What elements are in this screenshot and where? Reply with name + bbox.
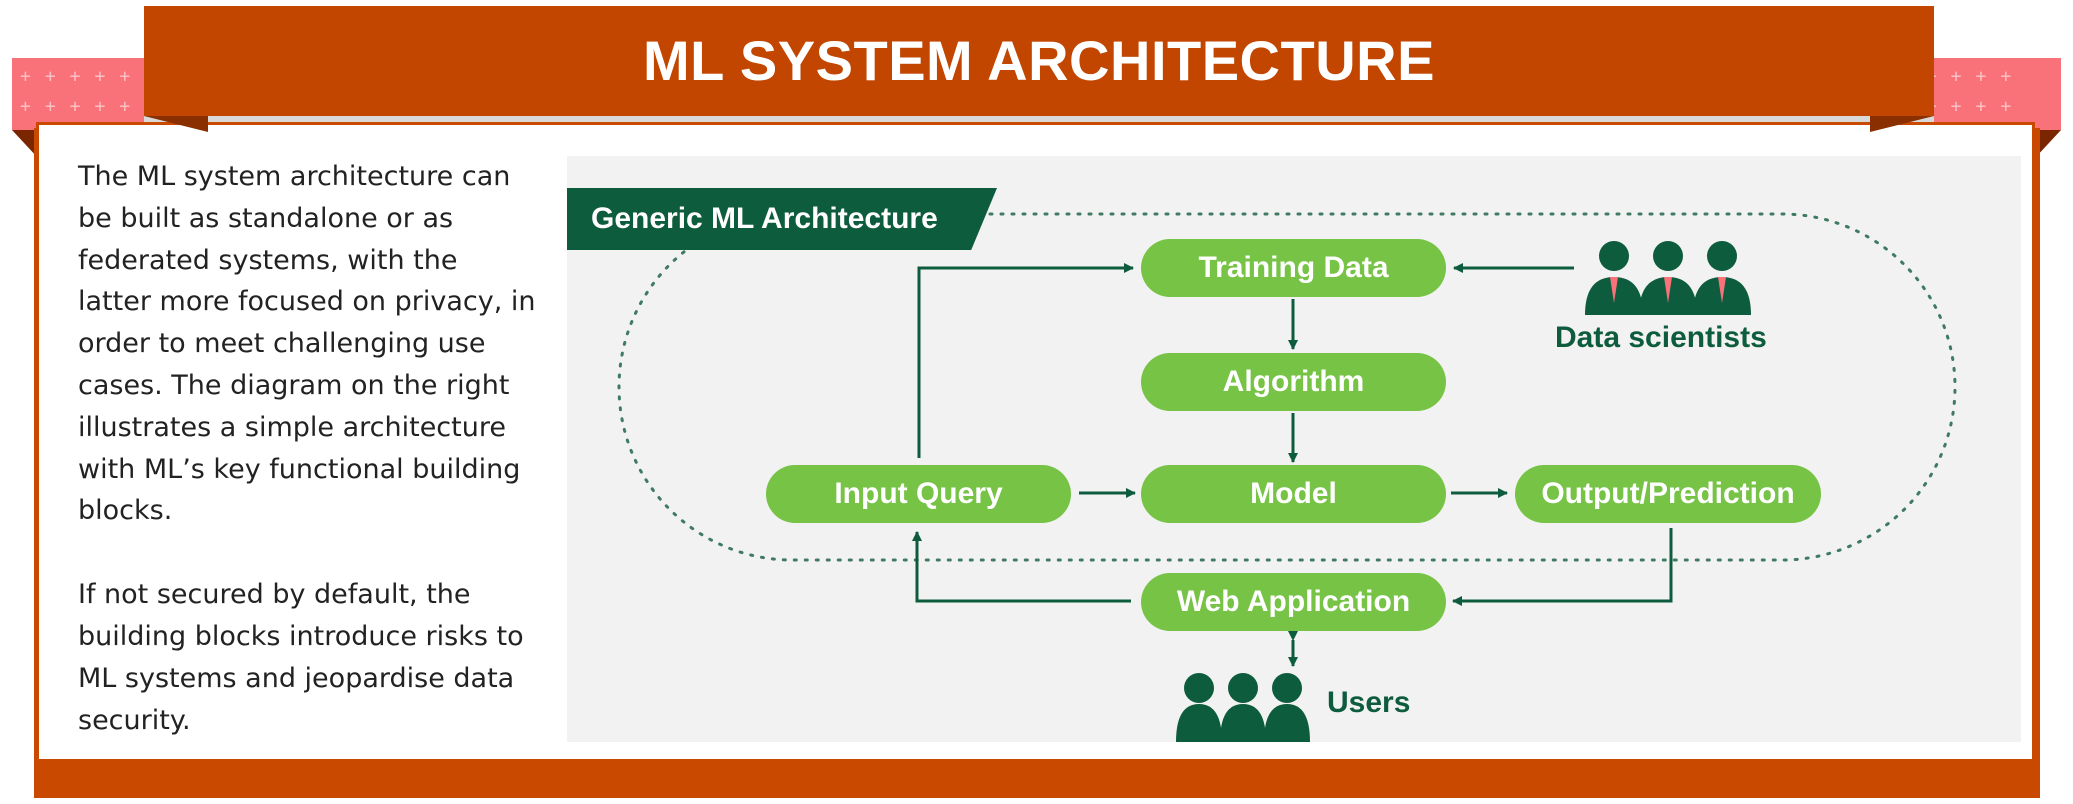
banner-fold-right [1870,116,1934,132]
description: The ML system architecture can be built … [78,156,538,783]
arrow-output-to-webapp [1452,528,1673,606]
arrow-webapp-to-input [912,531,1131,603]
architecture-diagram: Generic ML Architecture Training Data Al… [567,156,2021,742]
description-paragraph-2: If not secured by default, the building … [78,579,524,736]
page-title: ML SYSTEM ARCHITECTURE [643,29,1435,92]
diagram-tag-label: Generic ML Architecture [591,202,938,235]
diagram-tag: Generic ML Architecture [567,188,997,250]
banner-fold-left [144,116,208,132]
users-icon [1176,673,1310,742]
diagram-connectors [617,212,1957,742]
node-training-data: Training Data [1141,239,1446,297]
data-scientists-label: Data scientists [1555,321,1767,354]
node-input-query: Input Query [766,465,1071,523]
node-model: Model [1141,465,1446,523]
header-banner [144,6,1934,116]
ribbon-fold-left [12,130,38,158]
node-algorithm: Algorithm [1141,353,1446,411]
arrow-input-to-training [917,263,1134,458]
data-scientists-icon [1585,241,1751,315]
description-paragraph-1: The ML system architecture can be built … [78,161,536,527]
node-output-prediction: Output/Prediction [1515,465,1821,523]
node-web-application: Web Application [1141,573,1446,631]
users-label: Users [1327,686,1411,719]
system-boundary [617,212,1957,562]
